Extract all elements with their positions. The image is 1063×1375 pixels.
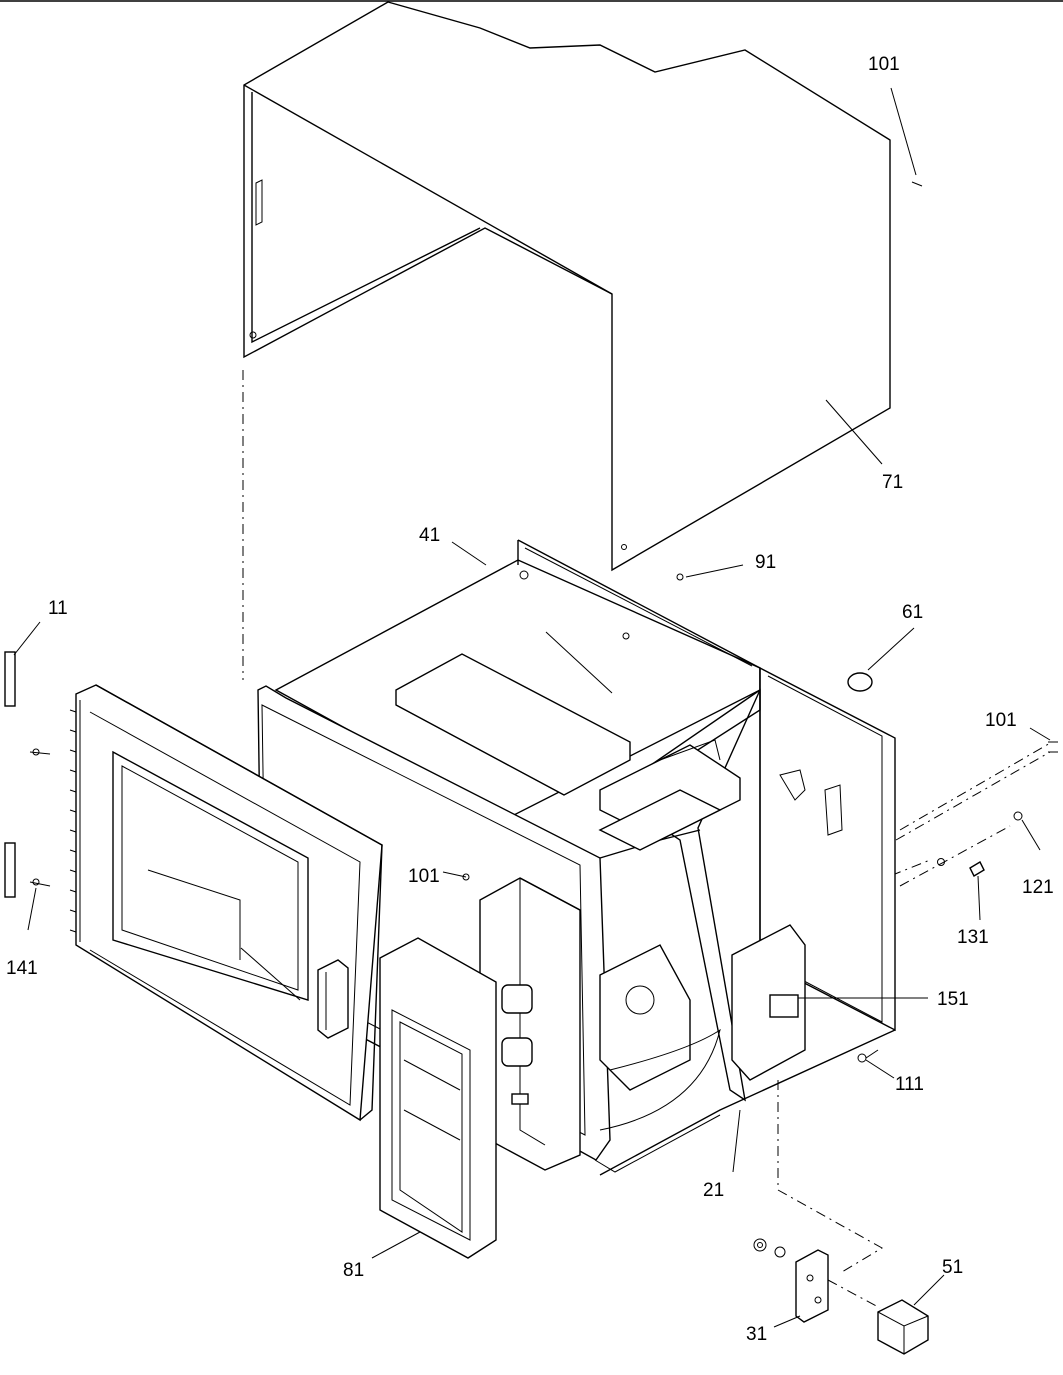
cabinet-cover	[243, 1, 891, 572]
callout-label: 101	[408, 866, 440, 887]
callout-label: 91	[755, 552, 776, 573]
callout-label: 21	[703, 1180, 724, 1201]
callout-label: 31	[746, 1324, 767, 1345]
callout-label: 11	[48, 598, 68, 619]
alignment-line	[777, 1080, 883, 1273]
oven-door	[69, 684, 383, 1122]
callout-label: 141	[6, 958, 38, 979]
door-trim-bottom	[4, 842, 16, 898]
alignment-line	[895, 751, 1051, 841]
screw	[857, 1053, 867, 1063]
callout-label: 151	[937, 989, 969, 1010]
control-panel-frame	[379, 937, 497, 1259]
callout-label: 101	[985, 710, 1017, 731]
mounting-bracket	[753, 1238, 829, 1323]
callout-label: 51	[942, 1257, 963, 1278]
screw	[1048, 741, 1058, 753]
door-trim-top	[4, 651, 16, 707]
alignment-line	[899, 825, 1011, 887]
nut	[1013, 811, 1023, 821]
leader-lines	[13, 87, 1051, 1328]
callout-label: 111	[895, 1074, 924, 1095]
callout-label: 81	[343, 1260, 364, 1281]
relay	[877, 1299, 929, 1355]
screw	[462, 873, 470, 881]
alignment-line	[827, 1279, 881, 1309]
callout-label: 41	[419, 525, 440, 546]
callout-label: 131	[957, 927, 989, 948]
callout-labels: 101 71 91 41 61 11 101 101 121 131 141 1…	[6, 54, 1054, 1345]
callout-label: 61	[902, 602, 923, 623]
callout-label: 121	[1022, 877, 1054, 898]
screw	[676, 573, 684, 581]
callout-label: 71	[882, 472, 903, 493]
screw	[911, 181, 923, 187]
callout-label: 101	[868, 54, 900, 75]
knob	[847, 672, 873, 692]
fuse-clip	[969, 861, 985, 877]
alignment-line	[899, 741, 1053, 831]
